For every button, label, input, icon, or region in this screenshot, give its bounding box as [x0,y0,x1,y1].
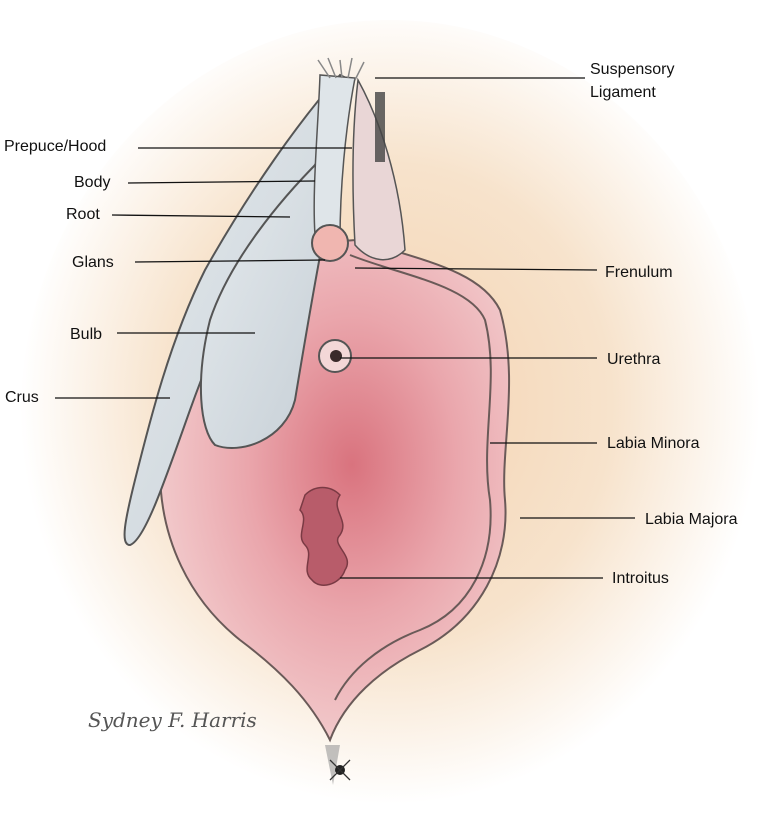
leader-lines [55,77,635,579]
urethra-opening [330,350,342,362]
label-labia-majora: Labia Majora [645,511,738,528]
shadow-mark [375,92,385,162]
introitus-shape [299,486,348,586]
bulb-shape [199,157,327,449]
label-root: Root [66,206,100,223]
perineum-shadow [325,745,340,785]
artist-signature: Sydney F. Harris [88,708,257,732]
label-crus: Crus [5,389,39,406]
label-glans: Glans [72,254,114,271]
anus-mark [329,759,351,781]
glans-shape [311,224,349,262]
labia-minora-shape [334,254,492,701]
label-introitus: Introitus [612,570,669,587]
label-urethra: Urethra [607,351,660,368]
label-labia-minora: Labia Minora [607,435,700,452]
label-prepuce: Prepuce/Hood [4,138,106,155]
suspensory-ligament-shape [317,57,365,81]
label-body: Body [74,174,110,191]
label-suspensory-ligament-line1: Suspensory [590,61,675,78]
label-suspensory-ligament-line2: Ligament [590,84,656,101]
label-bulb: Bulb [70,326,102,343]
label-frenulum: Frenulum [605,264,673,281]
